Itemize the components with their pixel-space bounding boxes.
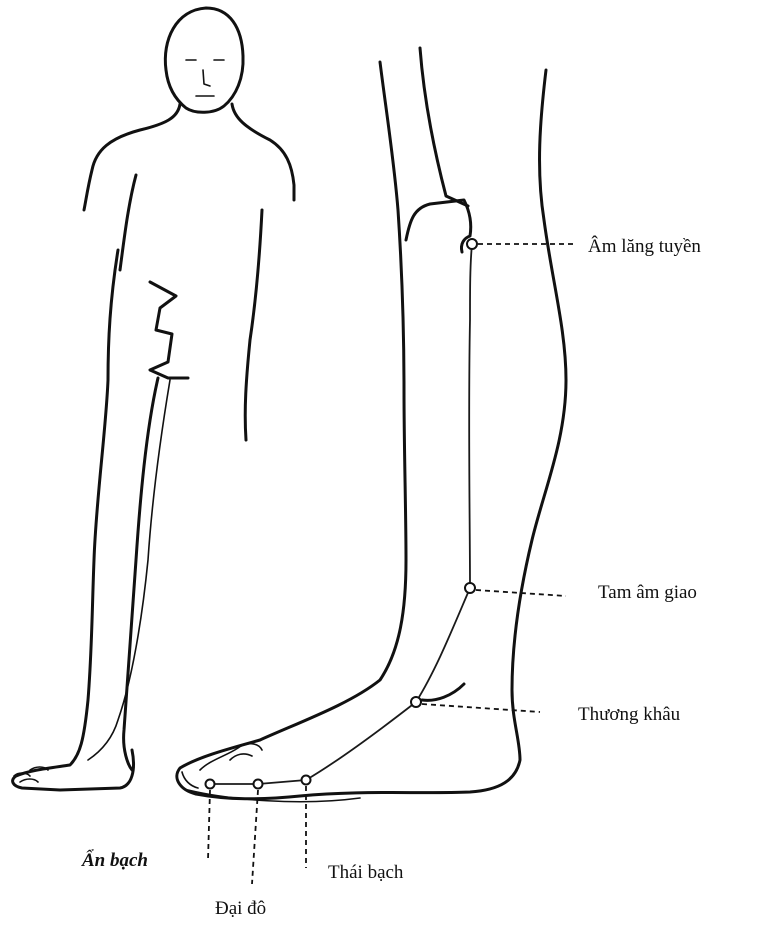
leg-sole [188,790,360,802]
standing-figure [13,8,294,790]
label-am-lang-tuyen: Âm lăng tuyền [588,236,701,258]
point-dai-do [254,780,263,789]
figure-left-body [13,250,134,790]
label-an-bach: Ẩn bạch [82,850,148,872]
label-dai-do: Đại đô [215,898,266,920]
leader-thuong-khau [422,704,540,712]
point-thuong-khau [411,697,421,707]
figure-waist [150,282,188,378]
leader-dai-do [252,790,258,884]
point-thai-bach [302,776,311,785]
point-tam-am-giao [465,583,475,593]
label-thai-bach: Thái bạch [328,862,403,884]
point-am-lang-tuyen [467,239,477,249]
leg-figure [177,48,566,802]
figure-inner-leg [124,378,158,770]
leader-an-bach [208,790,210,860]
figure-face [186,60,224,96]
leg-front-contour [196,70,566,799]
figure-right-shoulder [232,104,294,200]
label-thuong-khau: Thương khâu [578,704,680,726]
figure-meridian [88,380,170,760]
figure-right-body [245,210,262,440]
leg-knee [406,200,471,252]
point-an-bach [206,780,215,789]
figure-left-arm [120,175,136,270]
label-tam-am-giao: Tam âm giao [598,582,697,604]
leg-thigh-line [420,48,468,206]
leg-ankle-crease [422,684,464,700]
